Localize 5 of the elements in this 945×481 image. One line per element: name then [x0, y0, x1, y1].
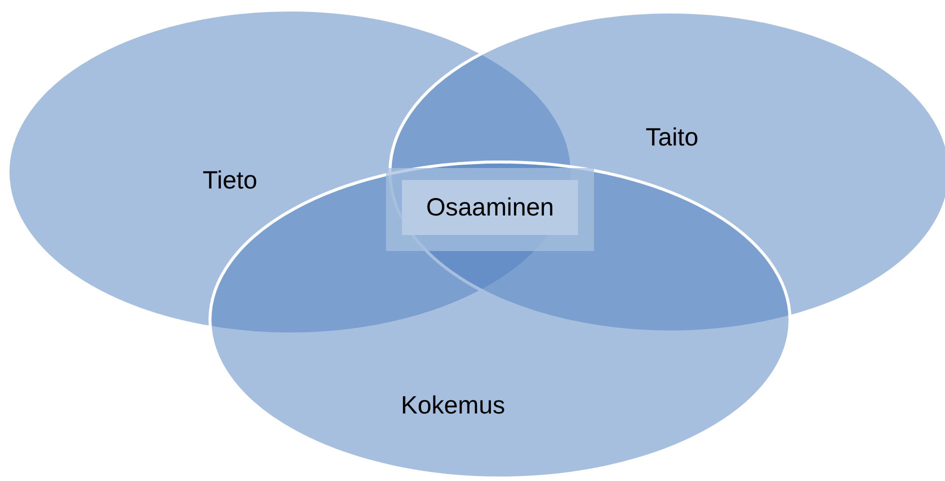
intersection-label: Osaaminen	[426, 194, 554, 222]
set-label: Kokemus	[400, 392, 506, 420]
center-label-box	[386, 168, 594, 251]
set-label: Tieto	[202, 166, 258, 196]
set-label: Taito	[646, 124, 698, 152]
